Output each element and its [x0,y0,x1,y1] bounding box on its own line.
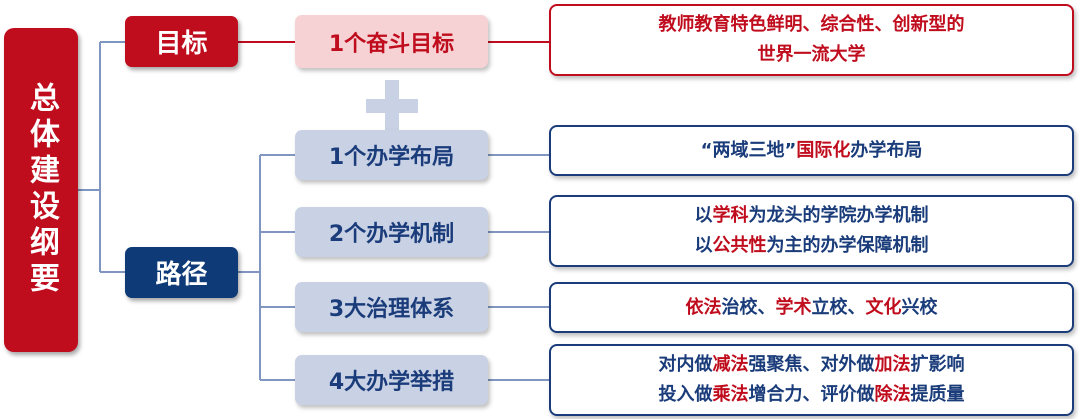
description-text: 兴校 [901,296,938,318]
highlight-text: 学术 [775,296,812,318]
description-text: 对内做 [658,354,713,375]
path-item-node-2: 3大治理体系 [295,282,488,332]
path-item-node-3: 4大办学举措 [295,355,488,405]
path-description-line: 投入做乘法增合力、评价做除法提质量 [659,380,965,410]
description-text: 治校、 [721,296,776,318]
goal-description-box: 教师教育特色鲜明、综合性、创新型的 世界一流大学 [549,4,1074,76]
path-description-box-1: 以学科为龙头的学院办学机制以公共性为主的办学保障机制 [549,195,1074,267]
path-node: 路径 [125,247,238,298]
path-item-node-0: 1个办学布局 [295,130,488,180]
root-label: 总体建设纲要 [24,82,59,298]
description-text: 扩影响 [910,354,965,375]
description-text: “两域三地” [700,139,797,161]
path-label: 路径 [155,260,208,290]
plus-icon [366,80,418,132]
highlight-text: 国际化 [796,139,851,161]
path-description-line: “两域三地”国际化办学布局 [701,136,923,166]
description-text: 提质量 [910,384,965,405]
path-item-label: 4大办学举措 [328,370,455,395]
description-text: 为主的办学保障机制 [766,235,929,256]
goal-label: 目标 [155,29,208,59]
highlight-text: 除法 [874,384,911,405]
highlight-text: 乘法 [712,384,749,405]
path-description-line: 依法治校、学术立校、文化兴校 [686,293,938,323]
path-item-node-1: 2个办学机制 [295,207,488,257]
description-text: 以 [694,205,713,226]
goal-node: 目标 [125,16,238,67]
description-text: 立校、 [811,296,866,318]
description-text: 以 [694,235,713,256]
highlight-text: 公共性 [712,235,767,256]
description-text: 投入做 [658,384,713,405]
goal-description-line: 教师教育特色鲜明、综合性、创新型的 [658,14,965,35]
highlight-text: 学科 [712,205,749,226]
description-text: 增合力、评价做 [748,384,875,405]
path-description-box-0: “两域三地”国际化办学布局 [549,125,1074,176]
root-node: 总体建设纲要 [4,28,78,352]
description-text: 办学布局 [850,139,923,161]
path-description-line: 对内做减法强聚焦、对外做加法扩影响 [659,350,965,380]
goal-description-line: 世界一流大学 [757,44,866,65]
highlight-text: 依法 [685,296,722,318]
path-description-line: 以公共性为主的办学保障机制 [695,231,929,261]
path-item-label: 2个办学机制 [328,222,455,247]
highlight-text: 加法 [874,354,911,375]
description-text: 强聚焦、对外做 [748,354,875,375]
path-description-line: 以学科为龙头的学院办学机制 [695,201,929,231]
highlight-text: 减法 [712,354,749,375]
path-item-label: 3大治理体系 [328,297,455,322]
highlight-text: 文化 [865,296,902,318]
goal-item-node: 1个奋斗目标 [295,15,488,68]
description-text: 为龙头的学院办学机制 [748,205,929,226]
path-description-box-2: 依法治校、学术立校、文化兴校 [549,282,1074,333]
path-description-box-3: 对内做减法强聚焦、对外做加法扩影响投入做乘法增合力、评价做除法提质量 [549,344,1074,416]
goal-item-label: 1个奋斗目标 [328,31,455,57]
path-item-label: 1个办学布局 [328,145,455,170]
